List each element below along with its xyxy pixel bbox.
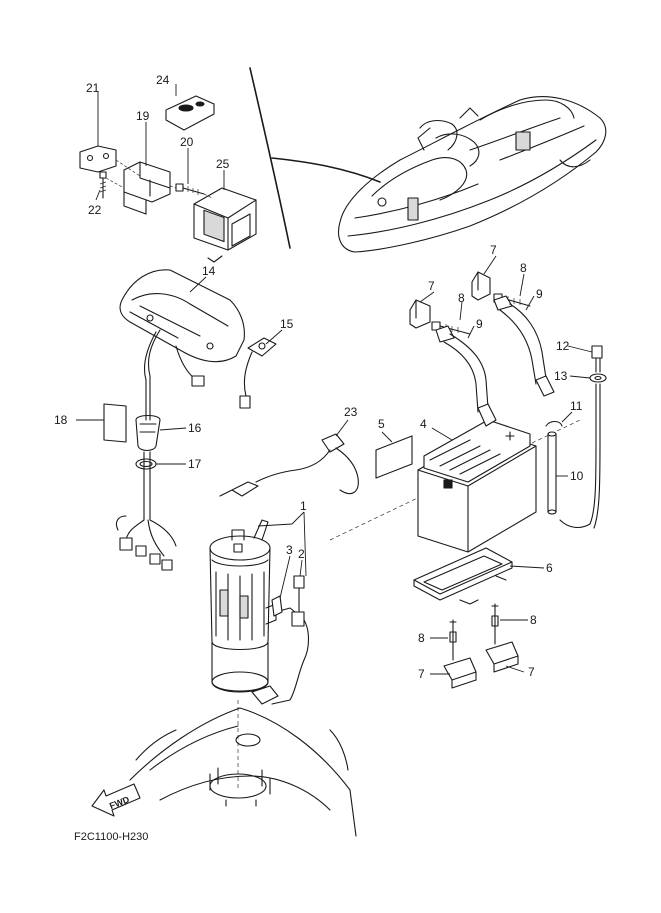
part-7-bracket-lower-b xyxy=(485,641,519,673)
callout-22: 22 xyxy=(88,203,102,217)
callout-17: 17 xyxy=(188,457,202,471)
part-3-plug xyxy=(271,595,283,617)
part-1-fuel-pump xyxy=(209,519,301,693)
callout-8-upper-b: 8 xyxy=(520,261,527,275)
part-5-label xyxy=(375,435,413,479)
part-16-grommet xyxy=(135,409,161,452)
callout-7-lower-b: 7 xyxy=(528,665,535,679)
vent-hose-right xyxy=(559,383,597,529)
battery-group-separator xyxy=(329,419,581,541)
part-14-meter xyxy=(119,269,245,411)
part-7-bracket-upper-b xyxy=(471,271,491,301)
part-25-receiver-unit xyxy=(193,187,257,263)
callout-9-b: 9 xyxy=(536,287,543,301)
callout-23: 23 xyxy=(344,405,358,419)
callout-7-upper-b: 7 xyxy=(490,243,497,257)
callout-25: 25 xyxy=(216,157,230,171)
part-19-bracket xyxy=(123,161,171,215)
part-8-bolt-lower-a xyxy=(449,619,457,661)
callout-8-lower-b: 8 xyxy=(530,613,537,627)
callout-12: 12 xyxy=(556,339,570,353)
part-15-switch xyxy=(239,337,277,409)
callout-7-lower-a: 7 xyxy=(418,667,425,681)
callout-11: 11 xyxy=(570,399,583,413)
callout-3: 3 xyxy=(286,543,293,557)
part-9-strap-b xyxy=(493,295,555,397)
callout-18: 18 xyxy=(54,413,68,427)
callout-6: 6 xyxy=(546,561,553,575)
part-2-wire-lead xyxy=(251,575,310,705)
callout-24: 24 xyxy=(156,73,170,87)
fwd-arrow-icon: FWD xyxy=(91,783,141,817)
part-11-clip xyxy=(545,420,563,427)
callout-7-upper-a: 7 xyxy=(428,279,435,293)
part-17-clamp xyxy=(135,458,157,470)
leader-lines xyxy=(76,84,593,675)
hull-section xyxy=(129,707,357,837)
callout-13: 13 xyxy=(554,369,568,383)
callout-5: 5 xyxy=(378,417,385,431)
callout-10: 10 xyxy=(570,469,584,483)
part-13-washer xyxy=(589,373,607,383)
callout-16: 16 xyxy=(188,421,202,435)
leader-to-craft xyxy=(271,157,381,183)
part-12-valve xyxy=(591,345,603,373)
part-20-bolt xyxy=(175,183,205,195)
callout-19: 19 xyxy=(136,109,150,123)
part-7-bracket-lower-a xyxy=(443,657,477,689)
part-4-battery xyxy=(417,419,537,553)
part-8-bolt-lower-b xyxy=(491,603,499,645)
lower-harness xyxy=(115,451,177,571)
part-9-strap-a xyxy=(435,325,497,427)
part-7-bracket-upper-a xyxy=(409,299,431,329)
callout-4: 4 xyxy=(420,417,427,431)
part-6-tray xyxy=(413,547,513,605)
dashed-assembly-lines-top xyxy=(105,159,213,199)
callout-labels: 21 19 24 20 22 25 14 15 18 16 17 23 1 3 … xyxy=(54,73,584,681)
part-21-plate xyxy=(79,145,117,173)
group-separator-line xyxy=(249,67,291,249)
callout-8-upper-a: 8 xyxy=(458,291,465,305)
part-18-label xyxy=(103,403,127,443)
vent-hose-right-inner xyxy=(593,383,601,529)
watercraft-illustration xyxy=(337,96,607,253)
callout-8-lower-a: 8 xyxy=(418,631,425,645)
callout-1: 1 xyxy=(300,499,307,513)
part-10-hose xyxy=(547,431,557,515)
part-24-remote-key xyxy=(165,95,215,131)
part-23-sensor xyxy=(219,433,359,497)
callout-15: 15 xyxy=(280,317,294,331)
part-22-screw xyxy=(99,171,107,199)
callout-20: 20 xyxy=(180,135,194,149)
callout-14: 14 xyxy=(202,264,216,278)
callout-21: 21 xyxy=(86,81,100,95)
callout-9-a: 9 xyxy=(476,317,483,331)
callout-2: 2 xyxy=(298,547,305,561)
diagram-code: F2C1100-H230 xyxy=(74,831,148,843)
